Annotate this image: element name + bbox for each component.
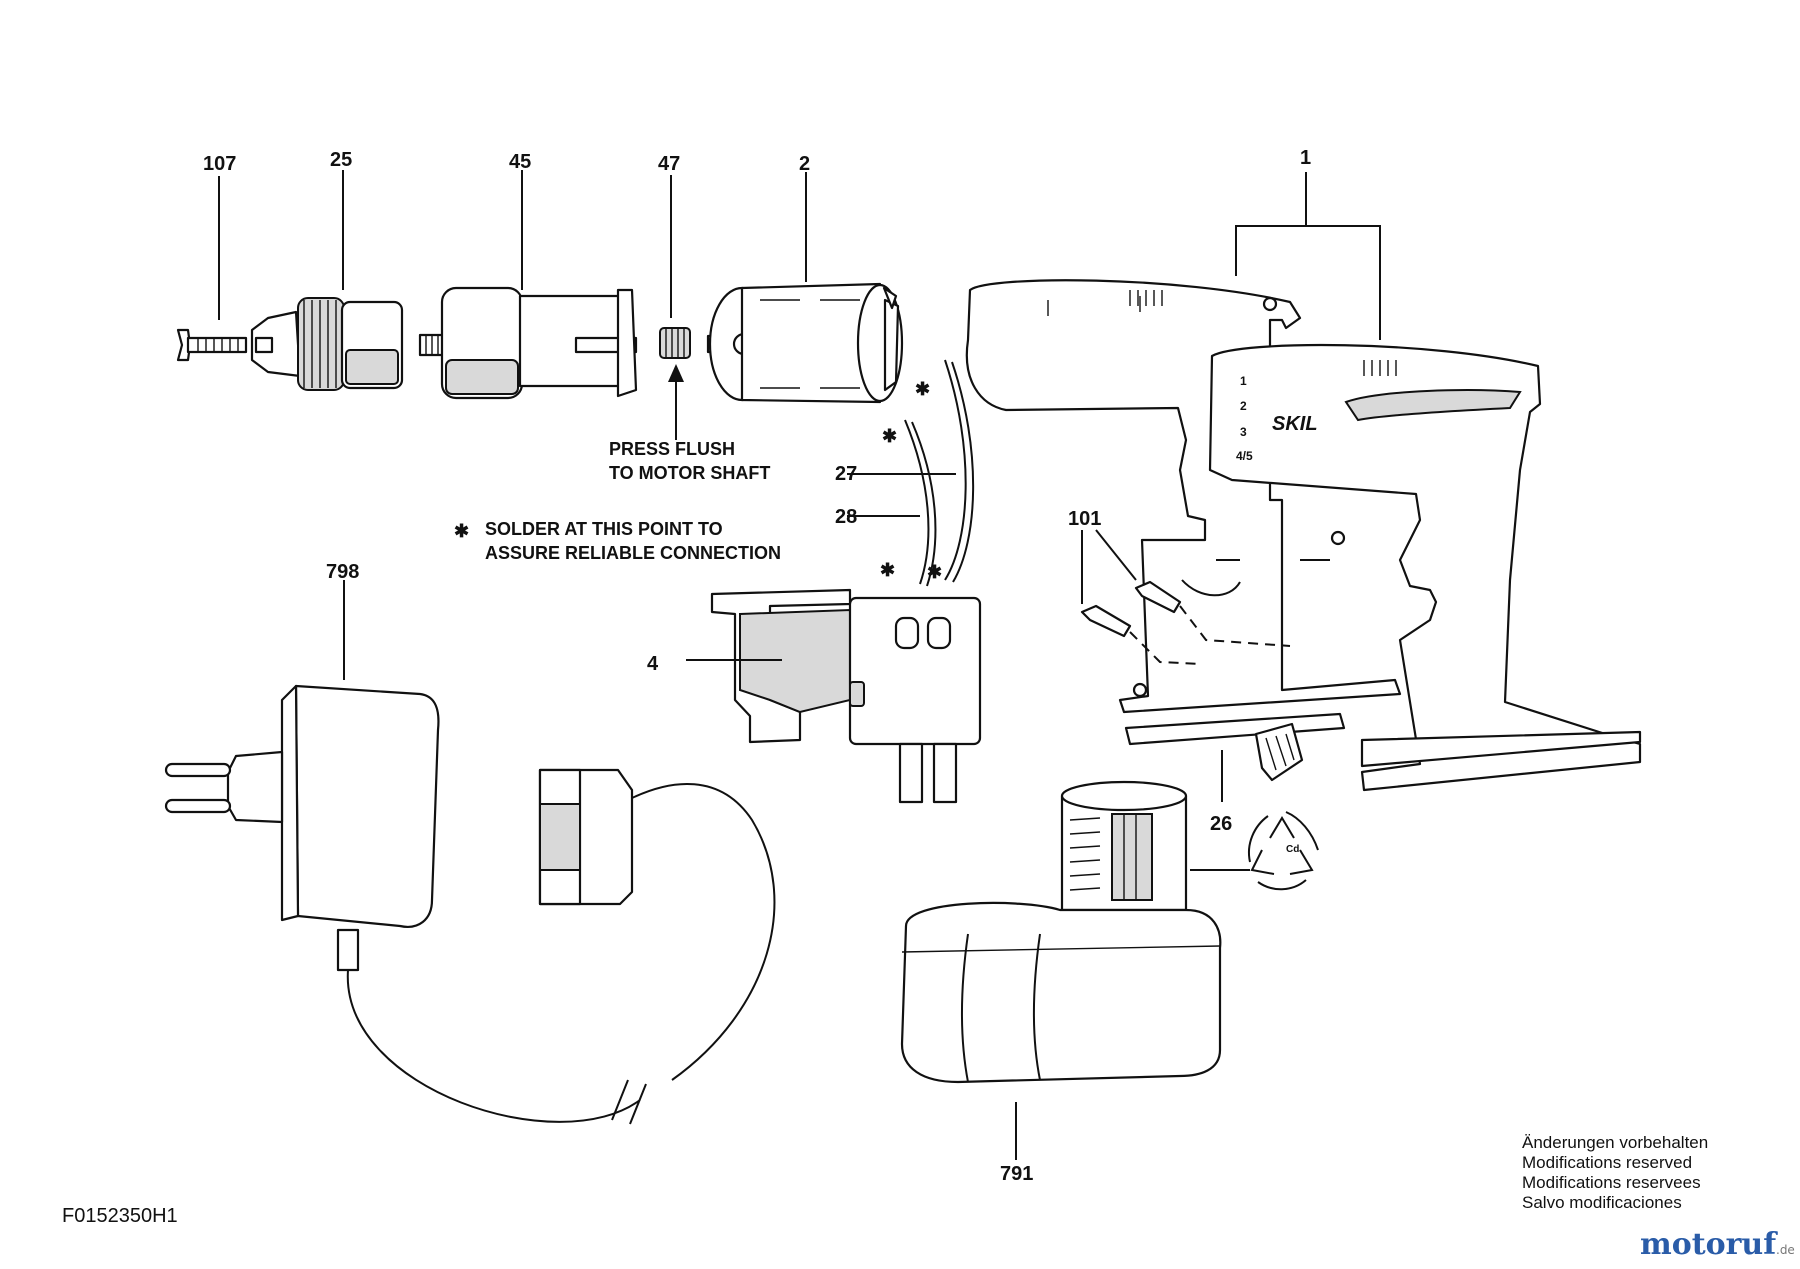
modifications-es: Salvo modificaciones (1522, 1193, 1682, 1212)
speed-mark-1: 1 (1240, 374, 1247, 388)
modifications-fr: Modifications reservees (1522, 1173, 1701, 1192)
site-watermark: motoruf .de (1640, 1227, 1795, 1262)
speed-mark-4-5: 4/5 (1236, 449, 1253, 463)
part-25-chuck (250, 297, 404, 391)
housing-markings: SKIL 1 2 3 4/5 (1236, 374, 1318, 463)
press-flush-note-line2: TO MOTOR SHAFT (609, 463, 770, 483)
watermark-suffix: .de (1776, 1243, 1795, 1257)
solder-note-line1: SOLDER AT THIS POINT TO (485, 519, 723, 539)
assembly-notes: PRESS FLUSH TO MOTOR SHAFT ✱ SOLDER AT T… (454, 379, 942, 582)
callout-101: 101 (1068, 508, 1101, 530)
callout-28: 28 (835, 506, 857, 528)
part-107-screw (176, 328, 248, 362)
callout-47: 47 (658, 153, 680, 175)
callout-4: 4 (647, 653, 659, 675)
document-id: F0152350H1 (62, 1205, 178, 1227)
solder-star-switch-right: ✱ (927, 562, 942, 582)
solder-star-wire: ✱ (882, 426, 897, 446)
solder-star-motor: ✱ (915, 379, 930, 399)
callout-798: 798 (326, 561, 359, 583)
callout-25: 25 (330, 149, 352, 171)
solder-star-switch-left: ✱ (880, 560, 895, 580)
callout-labels: 107 25 45 47 2 1 27 28 4 101 26 798 791 (203, 147, 1311, 1185)
part-1-housing (965, 279, 1642, 792)
part-26-spindle-part (1124, 712, 1346, 782)
callout-2: 2 (799, 153, 810, 175)
part-798-charger (164, 684, 776, 1125)
part-2-motor (706, 282, 904, 404)
solder-note-line2: ASSURE RELIABLE CONNECTION (485, 543, 781, 563)
modifications-notice: Änderungen vorbehalten Modifications res… (1522, 1133, 1708, 1212)
part-791-battery (900, 780, 1222, 1084)
press-flush-note-line1: PRESS FLUSH (609, 439, 735, 459)
speed-mark-2: 2 (1240, 399, 1247, 413)
recycle-cd-symbol: Cd (1248, 811, 1319, 891)
callout-45: 45 (509, 151, 531, 173)
cd-label: Cd (1286, 844, 1299, 855)
part-4-switch (710, 588, 982, 804)
modifications-en: Modifications reserved (1522, 1153, 1692, 1172)
callout-26: 26 (1210, 813, 1232, 835)
brand-logo: SKIL (1272, 413, 1318, 435)
speed-mark-3: 3 (1240, 425, 1247, 439)
callout-107: 107 (203, 153, 236, 175)
callout-1: 1 (1300, 147, 1311, 169)
callout-791: 791 (1000, 1163, 1033, 1185)
solder-star-symbol: ✱ (454, 521, 469, 541)
part-27-28-wires (904, 359, 975, 587)
callout-27: 27 (835, 463, 857, 485)
watermark-text: motoruf (1640, 1227, 1778, 1262)
modifications-de: Änderungen vorbehalten (1522, 1133, 1708, 1152)
leader-lines (218, 170, 1381, 1160)
part-45-gearbox (418, 286, 638, 400)
part-47-pinion (659, 327, 691, 359)
part-101-screws (1080, 580, 1291, 665)
